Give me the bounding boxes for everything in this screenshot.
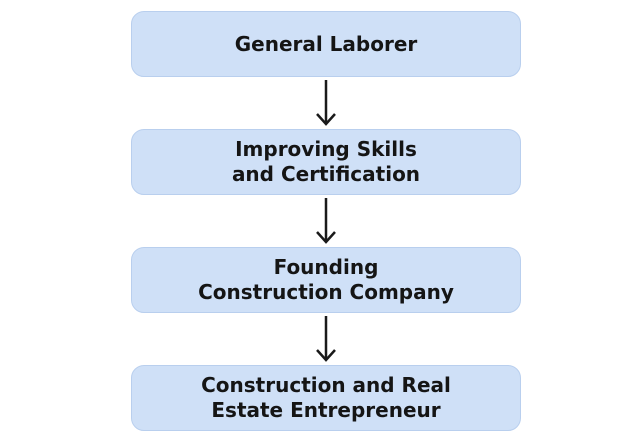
- step-label-line: Founding: [273, 255, 379, 279]
- step-label-line: Estate Entrepreneur: [211, 398, 441, 422]
- step-label-line: Improving Skills: [235, 137, 417, 161]
- down-arrow-icon: [316, 198, 336, 244]
- down-arrow-icon: [316, 80, 336, 126]
- step-entrepreneur: Construction and Real Estate Entrepreneu…: [131, 365, 521, 431]
- step-label-line: Construction and Real: [201, 373, 451, 397]
- step-label-line: General Laborer: [234, 31, 418, 56]
- down-arrow-icon: [316, 316, 336, 362]
- step-improving-skills: Improving Skills and Certification: [131, 129, 521, 195]
- step-label-line: and Certification: [231, 162, 421, 186]
- step-label-line: Construction Company: [198, 280, 454, 304]
- step-founding-company: Founding Construction Company: [131, 247, 521, 313]
- step-general-laborer: General Laborer: [131, 11, 521, 77]
